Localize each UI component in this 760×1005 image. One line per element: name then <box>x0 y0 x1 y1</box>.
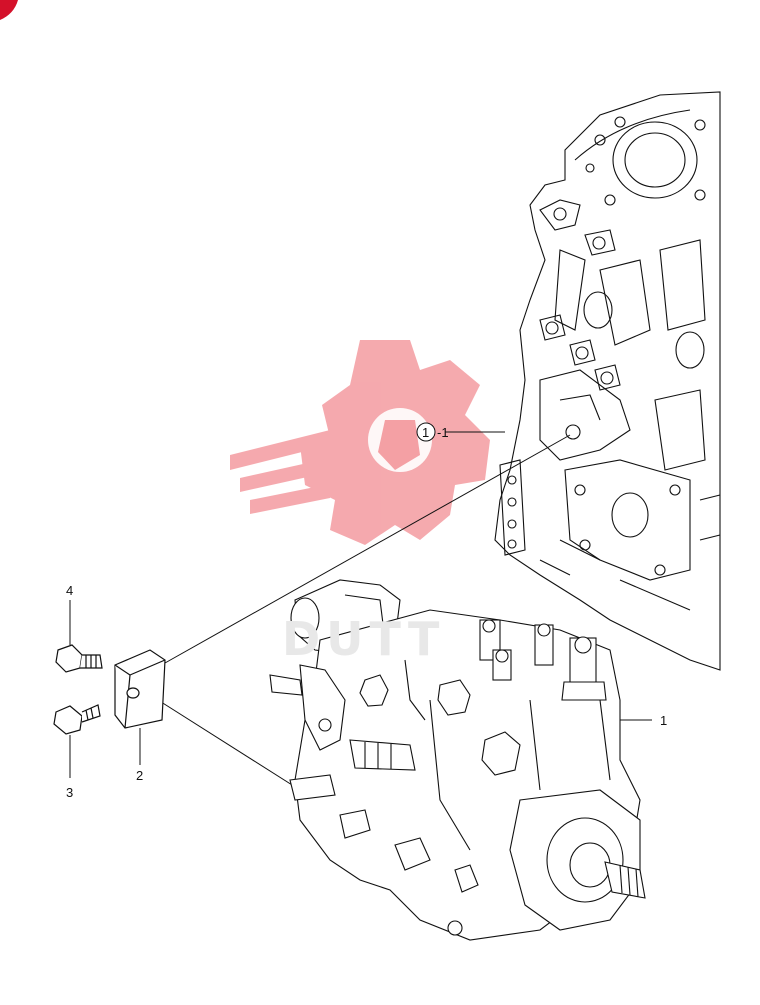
callout-part-1: 1 <box>660 713 668 728</box>
watermark-gear <box>230 340 490 545</box>
callout-part-4: 4 <box>66 583 74 598</box>
leader-lines <box>69 431 652 791</box>
bolt-4 <box>55 644 103 673</box>
watermark-gear-center <box>368 408 432 472</box>
engine-block <box>494 91 721 671</box>
ref-circle-number: 1 <box>422 425 430 440</box>
corner-mark <box>0 0 18 20</box>
ref-circle <box>416 422 436 442</box>
bracket-part <box>114 649 166 729</box>
watermark-wrench <box>378 420 420 470</box>
callout-part-3: 3 <box>66 785 74 800</box>
watermark-text: DUTT <box>282 612 446 666</box>
callout-part-2: 2 <box>136 768 144 783</box>
injection-pump <box>269 579 646 941</box>
ref-suffix-label: -1 <box>437 425 449 440</box>
bolt-3 <box>53 704 101 735</box>
